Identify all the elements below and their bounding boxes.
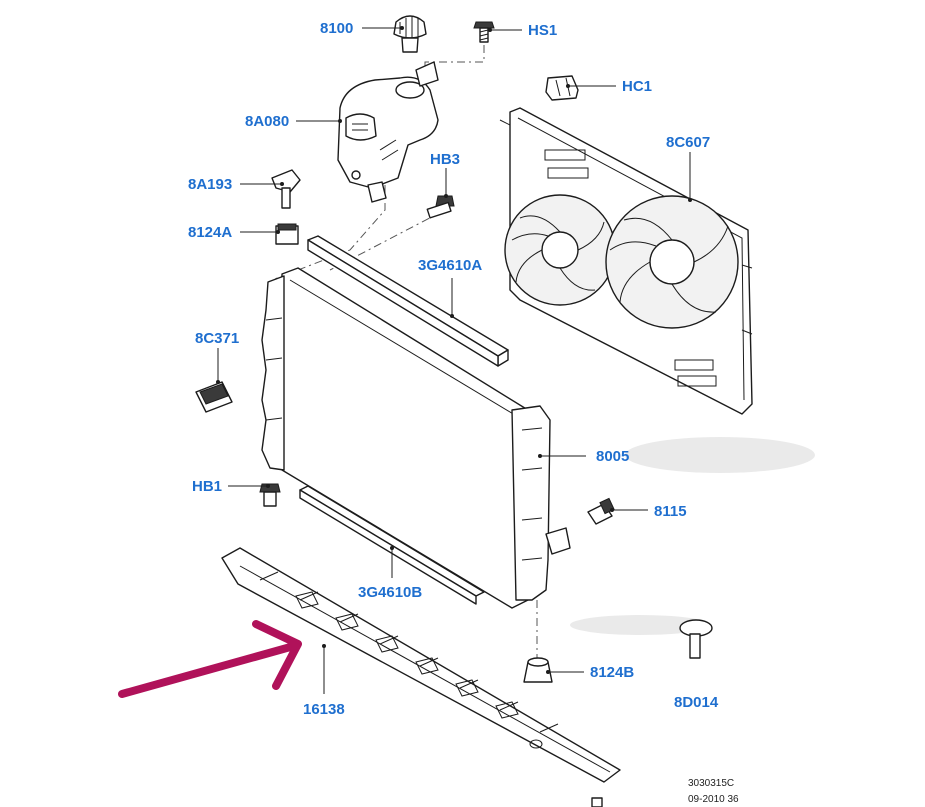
isolator-8124a [275, 223, 299, 245]
label-hb3: HB3 [430, 151, 460, 168]
background-smudges [570, 437, 815, 635]
label-8005: 8005 [596, 448, 629, 465]
lower-seal-3g4610b [299, 485, 485, 605]
bracket-8a193 [271, 169, 301, 209]
label-16138: 16138 [303, 701, 345, 718]
callout-labels: 8100 HS1 HC1 8A080 8C607 HB3 8A193 8124A… [188, 20, 719, 718]
leader-lines [216, 26, 692, 694]
label-8a080: 8A080 [245, 113, 289, 130]
highlight-arrow-icon [118, 620, 302, 698]
screw-hs1 [473, 21, 495, 43]
label-8100: 8100 [320, 20, 353, 37]
label-8d014: 8D014 [674, 694, 719, 711]
expansion-tank [337, 61, 439, 203]
reference-line-1: 3030315C [688, 778, 734, 789]
push-clip-8d014 [679, 619, 713, 659]
label-3g4610b: 3G4610B [358, 584, 422, 601]
label-8124b: 8124B [590, 664, 634, 681]
air-deflector-16138 [221, 547, 621, 783]
label-8c607: 8C607 [666, 134, 710, 151]
label-8115: 8115 [654, 503, 687, 520]
reference-line-2: 09-2010 36 [688, 794, 739, 805]
label-hc1: HC1 [622, 78, 652, 95]
sensor-8115 [587, 497, 615, 525]
clip-hc1 [545, 75, 579, 101]
reference-code: 3030315C 09-2010 36 [688, 778, 739, 805]
label-8124a: 8124A [188, 224, 232, 241]
label-3g4610a: 3G4610A [418, 257, 482, 274]
radiator [261, 267, 571, 609]
bolt-hb3 [426, 195, 455, 219]
bolt-hb1 [259, 483, 281, 507]
upper-seal-3g4610a [307, 235, 509, 367]
fan-shroud [499, 107, 753, 415]
label-8a193: 8A193 [188, 176, 232, 193]
isolator-8124b [523, 657, 553, 683]
expansion-tank-cap [393, 15, 427, 53]
label-hb1: HB1 [192, 478, 222, 495]
isolator-pad-8c371 [195, 381, 233, 413]
label-8c371: 8C371 [195, 330, 239, 347]
label-hs1: HS1 [528, 22, 557, 39]
bottom-bolt-fragment [591, 797, 603, 807]
